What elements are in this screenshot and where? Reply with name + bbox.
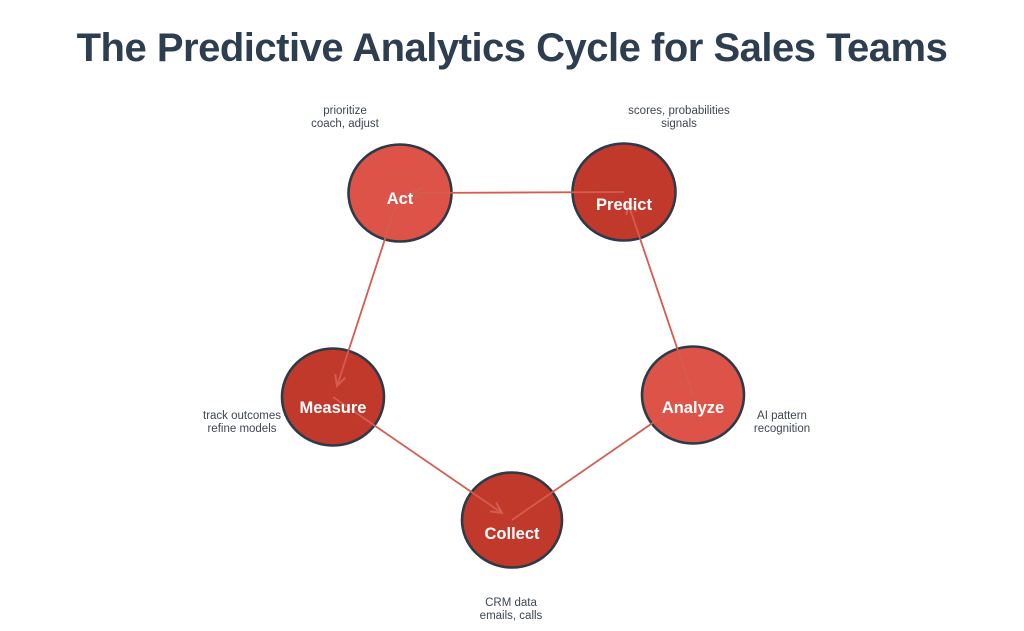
node-measure-label: Measure bbox=[300, 399, 367, 417]
edge-collect-analyze bbox=[511, 400, 685, 521]
collect-annotation: CRM data emails, calls bbox=[480, 597, 543, 623]
annotation-line: track outcomes bbox=[203, 410, 281, 422]
page-title: The Predictive Analytics Cycle for Sales… bbox=[76, 26, 948, 70]
edge-act-measure bbox=[334, 192, 401, 389]
annotation-line: emails, calls bbox=[479, 610, 543, 622]
predict-annotation: scores, probabilities signals bbox=[628, 105, 730, 131]
annotation-line: recognition bbox=[753, 423, 811, 435]
annotation-line: prioritize bbox=[323, 105, 367, 117]
annotation-line: refine models bbox=[207, 423, 277, 435]
edge-analyze-predict bbox=[625, 200, 694, 396]
node-predict-label: Predict bbox=[596, 196, 652, 214]
annotation-line: CRM data bbox=[485, 597, 537, 609]
annotation-line: scores, probabilities bbox=[628, 105, 730, 117]
annotation-line: signals bbox=[661, 118, 697, 130]
analyze-annotation: AI pattern recognition bbox=[754, 410, 810, 436]
node-act-label: Act bbox=[387, 190, 414, 208]
annotation-line: coach, adjust bbox=[311, 118, 379, 130]
node-collect-label: Collect bbox=[484, 525, 540, 543]
node-analyze-label: Analyze bbox=[662, 399, 724, 417]
act-annotation: prioritize coach, adjust bbox=[311, 105, 379, 131]
annotation-line: AI pattern bbox=[757, 410, 807, 422]
measure-annotation: track outcomes refine models bbox=[203, 410, 281, 436]
edge-measure-collect bbox=[332, 396, 504, 515]
edge-predict-act bbox=[409, 186, 625, 199]
